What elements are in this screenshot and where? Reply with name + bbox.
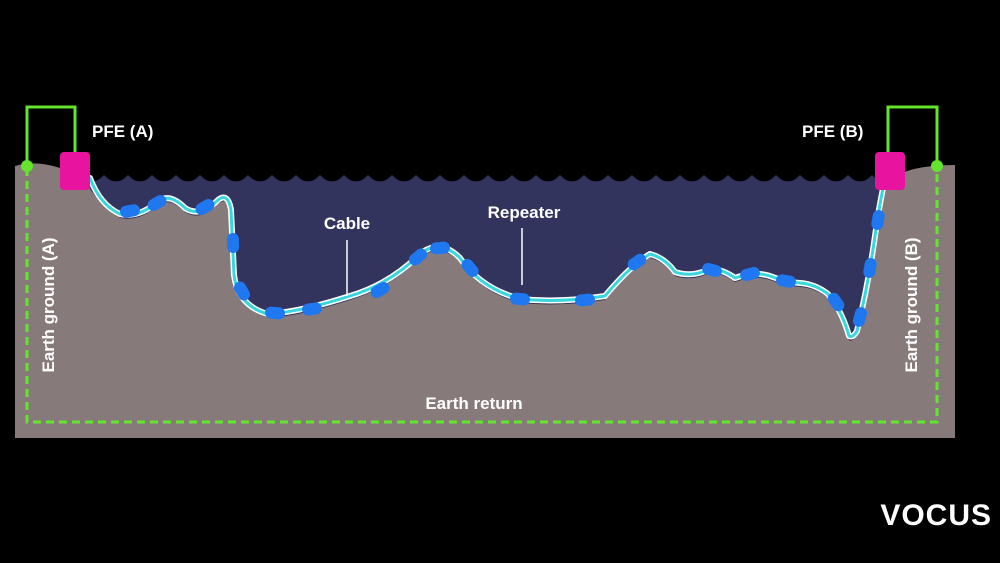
pfe-a-label: PFE (A) — [92, 122, 153, 141]
repeater — [627, 253, 647, 271]
repeater — [408, 248, 428, 266]
earth-return-path — [25, 168, 939, 424]
repeater — [302, 302, 322, 316]
earth-return-label: Earth return — [425, 394, 522, 413]
repeater — [702, 262, 722, 278]
pfe-a-box — [60, 152, 90, 190]
repeater — [226, 233, 240, 253]
pfe-a-wiring — [25, 105, 77, 166]
repeater — [871, 210, 885, 230]
repeater — [370, 282, 390, 298]
repeater — [147, 195, 167, 211]
repeater — [575, 293, 595, 307]
repeater-label: Repeater — [488, 203, 561, 222]
repeater — [234, 281, 250, 301]
repeater — [863, 258, 877, 278]
pfe-b-box — [875, 152, 905, 190]
repeater — [120, 204, 140, 218]
earth-ground-b-node — [931, 160, 943, 172]
repeater — [827, 292, 845, 312]
repeater — [740, 266, 760, 282]
repeater — [510, 292, 530, 306]
vocus-logo: VOCUS — [880, 499, 992, 532]
earth-ground-a-node — [21, 160, 33, 172]
repeater — [195, 199, 215, 215]
repeater — [265, 306, 285, 320]
pfe-b-wiring — [886, 105, 939, 166]
repeater — [430, 241, 450, 255]
cable-label: Cable — [324, 214, 370, 233]
seabed — [15, 163, 955, 438]
repeater — [461, 258, 479, 278]
earth-ground-a-label: Earth ground (A) — [39, 237, 58, 372]
repeater — [776, 274, 796, 288]
pfe-b-label: PFE (B) — [802, 122, 863, 141]
earth-ground-b-label: Earth ground (B) — [902, 237, 921, 372]
repeaters — [120, 195, 885, 327]
repeater — [852, 307, 868, 327]
